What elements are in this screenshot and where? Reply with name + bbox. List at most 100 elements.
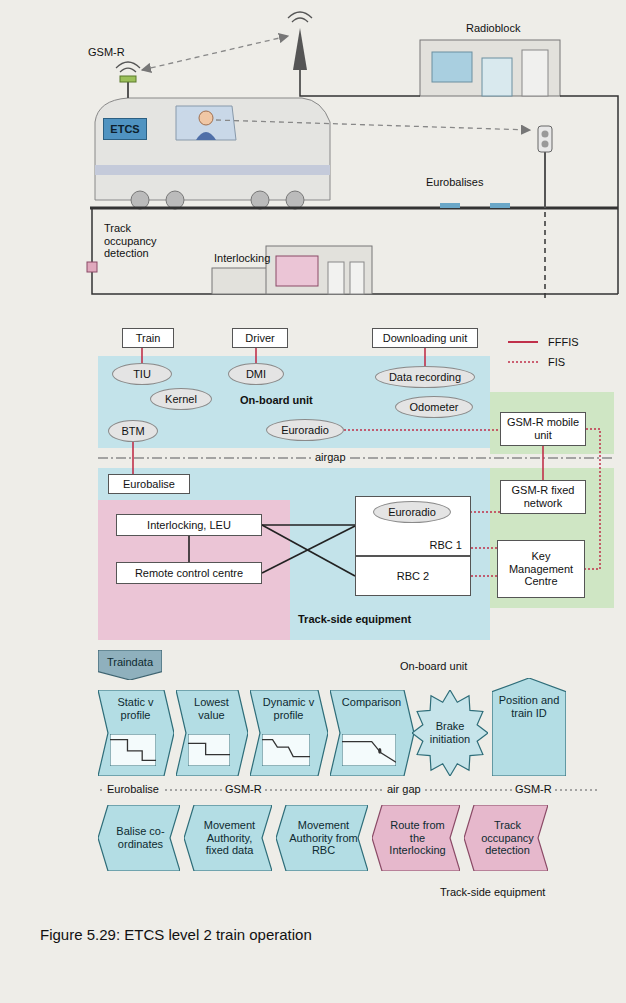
component-box: Interlocking, LEU bbox=[116, 514, 262, 536]
function-ellipse: Kernel bbox=[150, 388, 212, 410]
node-text: Movement Authority, fixed data bbox=[197, 819, 262, 857]
connector-line bbox=[451, 511, 500, 513]
node-text: Static v profile bbox=[109, 696, 162, 721]
input-chevron: Movement Authority, fixed data bbox=[184, 805, 272, 871]
node-text: BTM bbox=[121, 425, 144, 438]
process-chevron: Static v profile bbox=[98, 690, 174, 776]
legend-line-sample bbox=[508, 357, 538, 367]
process-chevron: Dynamic v profile bbox=[250, 690, 328, 776]
speed-profile-graph bbox=[262, 734, 310, 766]
function-ellipse: DMI bbox=[228, 363, 284, 385]
node-text: GSM-R fixed network bbox=[505, 484, 581, 509]
etcs-unit: ETCS bbox=[103, 118, 147, 140]
onboard-band: On-board unitTIUDMIData recordingKernelO… bbox=[98, 356, 490, 448]
speed-profile-graph bbox=[110, 734, 156, 766]
component-box: Key Management Centre bbox=[497, 540, 585, 598]
node-text: Movement Authority from RBC bbox=[289, 819, 358, 857]
connector-line bbox=[141, 348, 143, 363]
text-label: Track occupancy detection bbox=[104, 222, 176, 260]
text-label: air gap bbox=[384, 783, 424, 796]
function-ellipse: Odometer bbox=[395, 396, 473, 418]
node-text: RBC 1 bbox=[430, 539, 462, 552]
function-ellipse: Euroradio bbox=[373, 501, 451, 523]
text-label: Interlocking bbox=[214, 252, 270, 265]
node-text: Euroradio bbox=[388, 506, 436, 519]
function-ellipse: TIU bbox=[112, 363, 172, 385]
function-ellipse: Euroradio bbox=[266, 419, 344, 441]
node-text: Route from the Interlocking bbox=[385, 819, 450, 857]
legend-text: FIS bbox=[548, 356, 565, 369]
connector-line bbox=[471, 547, 497, 549]
node-text: Eurobalise bbox=[123, 478, 175, 491]
text-label: Eurobalise bbox=[104, 783, 162, 796]
connector-line bbox=[262, 524, 355, 526]
node-text: Comparison bbox=[342, 696, 401, 709]
node-text: GSM-R mobile unit bbox=[505, 416, 581, 441]
text-label: GSM-R bbox=[88, 46, 125, 59]
component-box: Driver bbox=[232, 328, 288, 348]
node-text: Track occupancy detection bbox=[477, 819, 538, 857]
input-chevron: Movement Authority from RBC bbox=[276, 805, 368, 871]
connector-line bbox=[188, 536, 190, 562]
node-text: Position and train ID bbox=[498, 694, 560, 719]
text-label: Track-side equipment bbox=[440, 886, 545, 899]
trackside-band: Track-side equipment EurobaliseRBC 1 Euror… bbox=[98, 468, 490, 640]
node-text: Brake initiation bbox=[426, 720, 474, 745]
node-text: RBC 2 bbox=[397, 570, 429, 583]
text-label: On-board unit bbox=[400, 660, 467, 673]
speed-profile-graph bbox=[342, 734, 396, 766]
function-ellipse: BTM bbox=[108, 420, 158, 442]
component-box: Remote control centre bbox=[116, 562, 262, 584]
connector-line bbox=[262, 525, 355, 576]
component-box: Train bbox=[122, 328, 174, 348]
connector-line bbox=[262, 526, 355, 573]
component-box: GSM-R fixed network bbox=[500, 480, 586, 514]
node-text: ETCS bbox=[110, 123, 139, 136]
process-chevron: Lowest value bbox=[176, 690, 248, 776]
node-text: Euroradio bbox=[281, 424, 329, 437]
node-text: Driver bbox=[245, 332, 274, 345]
component-box: GSM-R mobile unit bbox=[500, 412, 586, 446]
node-text: DMI bbox=[246, 368, 266, 381]
rbc-box: RBC 1 Euroradio bbox=[355, 496, 471, 556]
node-text: Downloading unit bbox=[383, 332, 467, 345]
component-box: Downloading unit bbox=[372, 328, 478, 348]
connector-line bbox=[471, 575, 497, 577]
node-text: TIU bbox=[133, 368, 151, 381]
connector-line bbox=[344, 429, 500, 431]
process-chevron: Comparison bbox=[330, 690, 414, 776]
input-chevron: Balise co-ordinates bbox=[98, 805, 180, 871]
node-text: Odometer bbox=[410, 401, 459, 414]
component-box: Eurobalise bbox=[108, 474, 190, 494]
input-pentagon: Position and train ID bbox=[492, 678, 566, 776]
text-label: Eurobalises bbox=[426, 176, 483, 189]
figure-caption: Figure 5.29: ETCS level 2 train operatio… bbox=[40, 926, 312, 943]
input-chevron: Track occupancy detection bbox=[464, 805, 548, 871]
node-text: Data recording bbox=[389, 371, 461, 384]
text-label: airgap bbox=[312, 451, 349, 464]
connector-line bbox=[542, 446, 544, 480]
text-label: Radioblock bbox=[466, 22, 520, 35]
node-text: Kernel bbox=[165, 393, 197, 406]
connector-line bbox=[424, 348, 426, 366]
node-text: Train bbox=[136, 332, 161, 345]
legend-text: FFFIS bbox=[548, 336, 579, 349]
connector-line bbox=[255, 348, 257, 363]
text-label: GSM-R bbox=[512, 783, 555, 796]
node-text: Key Management Centre bbox=[502, 550, 580, 588]
legend-line-sample bbox=[508, 337, 538, 347]
node-text: Dynamic v profile bbox=[261, 696, 316, 721]
connector-line bbox=[585, 429, 600, 569]
connector-line bbox=[132, 442, 134, 474]
input-chevron: Route from the Interlocking bbox=[372, 805, 460, 871]
shape-outline bbox=[492, 678, 566, 776]
node-text: Interlocking, LEU bbox=[147, 519, 231, 532]
node-text: Traindata bbox=[107, 656, 153, 669]
node-text: Lowest value bbox=[187, 696, 236, 721]
node-text: Remote control centre bbox=[135, 567, 243, 580]
legend-row: FFFIS bbox=[508, 336, 579, 349]
rbc-box: RBC 2 bbox=[355, 556, 471, 596]
node-text: Balise co-ordinates bbox=[111, 825, 170, 850]
data-tab: Traindata bbox=[98, 650, 162, 680]
node-text: Track-side equipment bbox=[298, 613, 411, 626]
